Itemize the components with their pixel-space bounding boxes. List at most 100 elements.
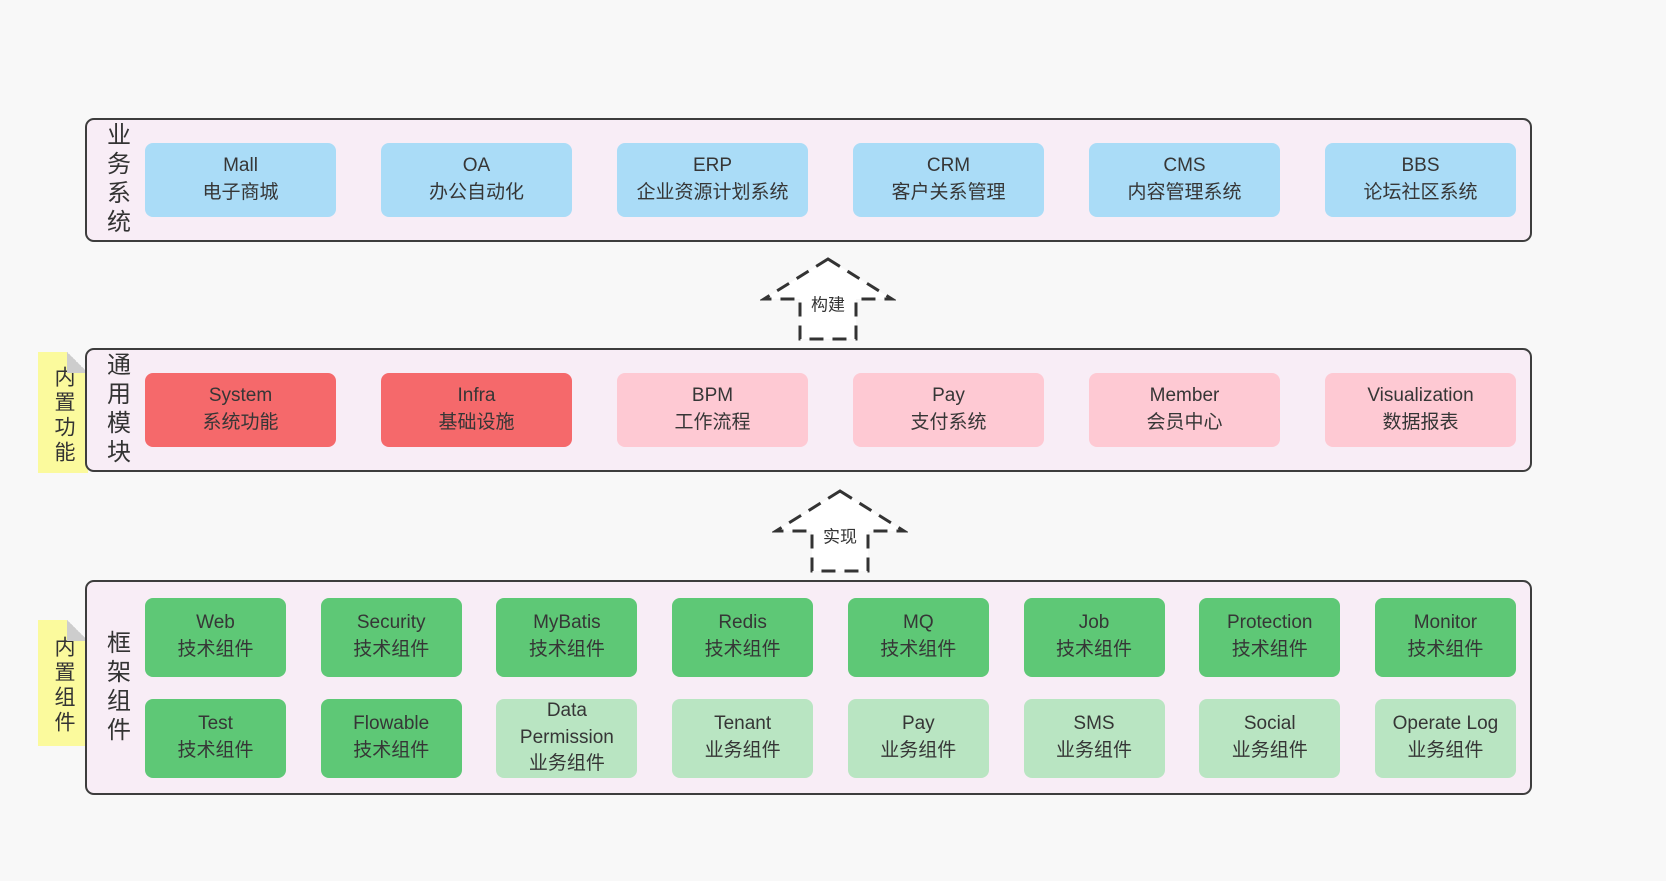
module-title: OA: [462, 155, 491, 177]
module-box-mall: Mall 电子商城: [145, 143, 336, 217]
module-title: Tenant: [714, 713, 772, 735]
module-title: CRM: [926, 155, 971, 177]
implement-arrow-label: 实现: [820, 521, 860, 549]
module-subtitle: 技术组件: [353, 639, 430, 660]
module-subtitle: 技术组件: [528, 639, 605, 660]
module-subtitle: 企业资源计划系统: [636, 182, 789, 203]
module-subtitle: 技术组件: [704, 639, 781, 660]
module-subtitle: 系统功能: [202, 412, 279, 433]
folded-corner-icon: [67, 352, 88, 373]
module-title: System: [208, 385, 273, 407]
module-box-oa: OA 办公自动化: [381, 143, 572, 217]
build-arrow-label: 构建: [808, 289, 848, 317]
module-subtitle: 技术组件: [1407, 639, 1484, 660]
build-arrow-icon: 构建: [760, 255, 896, 343]
module-box-sms: SMS 业务组件: [1023, 698, 1165, 778]
module-title: Protection: [1226, 612, 1313, 634]
module-box-member: Member 会员中心: [1089, 373, 1280, 447]
module-subtitle: 客户关系管理: [891, 182, 1006, 203]
module-title: Operate Log: [1392, 713, 1499, 735]
module-box-infra: Infra 基础设施: [381, 373, 572, 447]
module-title: Flowable: [353, 713, 430, 735]
common-modules-row: System 系统功能 Infra 基础设施 BPM 工作流程 Pay 支付系统…: [145, 373, 1516, 447]
band-common-modules: 通用模块 System 系统功能 Infra 基础设施 BPM 工作流程 Pay…: [85, 348, 1532, 472]
module-box-cms: CMS 内容管理系统: [1089, 143, 1280, 217]
band-label-common-modules: 通用模块: [102, 352, 130, 468]
sticky-note-label: 内置组件: [52, 636, 75, 736]
module-subtitle: 技术组件: [177, 740, 254, 761]
framework-components-row-1: Web 技术组件 Security 技术组件 MyBatis 技术组件 Redi…: [145, 597, 1516, 677]
module-box-mq: MQ 技术组件: [847, 597, 989, 677]
module-title: Web: [196, 612, 235, 634]
module-box-erp: ERP 企业资源计划系统: [617, 143, 808, 217]
sticky-note-built-in-functions: 内置功能: [38, 352, 88, 473]
module-title: Pay: [901, 713, 935, 735]
module-title: Visualization: [1367, 385, 1474, 407]
module-title: Test: [198, 713, 233, 735]
module-subtitle: 业务组件: [704, 740, 781, 761]
band-label-framework-components: 框架组件: [102, 629, 130, 746]
module-title: Job: [1078, 612, 1110, 634]
module-box-tenant: Tenant 业务组件: [672, 698, 814, 778]
module-title: CMS: [1163, 155, 1206, 177]
module-box-pay: Pay 支付系统: [853, 373, 1044, 447]
module-box-pay: Pay 业务组件: [847, 698, 989, 778]
module-subtitle: 技术组件: [1056, 639, 1133, 660]
business-systems-row: Mall 电子商城 OA 办公自动化 ERP 企业资源计划系统 CRM 客户关系…: [145, 143, 1516, 217]
module-title: SMS: [1073, 713, 1115, 735]
module-box-web: Web 技术组件: [145, 597, 286, 677]
band-framework-components: 框架组件 Web 技术组件 Security 技术组件 MyBatis 技术组件…: [85, 580, 1532, 795]
module-title: Data Permission: [519, 699, 614, 748]
band-label-business-systems: 业务系统: [102, 122, 130, 238]
module-subtitle: 技术组件: [1231, 639, 1308, 660]
module-subtitle: 支付系统: [910, 412, 987, 433]
module-subtitle: 业务组件: [880, 740, 957, 761]
module-box-monitor: Monitor 技术组件: [1374, 597, 1516, 677]
module-title: Security: [356, 612, 426, 634]
module-subtitle: 内容管理系统: [1127, 182, 1242, 203]
module-subtitle: 技术组件: [353, 740, 430, 761]
module-box-redis: Redis 技术组件: [672, 597, 814, 677]
module-subtitle: 会员中心: [1146, 412, 1223, 433]
module-title: BPM: [691, 385, 734, 407]
module-box-test: Test 技术组件: [145, 698, 286, 778]
module-title: Mall: [223, 155, 258, 177]
module-subtitle: 技术组件: [177, 639, 254, 660]
module-subtitle: 业务组件: [1407, 740, 1484, 761]
module-title: Monitor: [1413, 612, 1478, 634]
folded-corner-icon: [67, 620, 88, 641]
module-subtitle: 业务组件: [528, 753, 605, 775]
module-title: Infra: [457, 385, 496, 407]
framework-components-row-2: Test 技术组件 Flowable 技术组件 Data Permission …: [145, 698, 1516, 778]
implement-arrow-icon: 实现: [772, 487, 908, 575]
module-box-crm: CRM 客户关系管理: [853, 143, 1044, 217]
module-box-mybatis: MyBatis 技术组件: [496, 597, 638, 677]
module-box-data-permission: Data Permission 业务组件: [496, 698, 638, 778]
module-title: Member: [1149, 385, 1220, 407]
module-subtitle: 电子商城: [202, 182, 279, 203]
module-subtitle: 数据报表: [1382, 412, 1459, 433]
band-business-systems: 业务系统 Mall 电子商城 OA 办公自动化 ERP 企业资源计划系统 CRM…: [85, 118, 1532, 242]
module-subtitle: 论坛社区系统: [1363, 182, 1478, 203]
module-title: Redis: [718, 612, 767, 634]
module-title: Pay: [932, 385, 965, 407]
module-subtitle: 业务组件: [1056, 740, 1133, 761]
module-box-visualization: Visualization 数据报表: [1325, 373, 1516, 447]
module-title: MyBatis: [533, 612, 601, 634]
module-subtitle: 技术组件: [880, 639, 957, 660]
module-box-bpm: BPM 工作流程: [617, 373, 808, 447]
module-title: MQ: [903, 612, 934, 634]
sticky-note-built-in-components: 内置组件: [38, 620, 88, 746]
module-box-operate-log: Operate Log 业务组件: [1374, 698, 1516, 778]
module-title: ERP: [692, 155, 733, 177]
module-subtitle: 工作流程: [674, 412, 751, 433]
module-box-protection: Protection 技术组件: [1199, 597, 1341, 677]
module-title: BBS: [1401, 155, 1440, 177]
module-title: Social: [1243, 713, 1296, 735]
module-subtitle: 基础设施: [438, 412, 515, 433]
sticky-note-label: 内置功能: [52, 365, 75, 466]
module-box-system: System 系统功能: [145, 373, 336, 447]
module-subtitle: 办公自动化: [428, 182, 524, 203]
module-subtitle: 业务组件: [1231, 740, 1308, 761]
